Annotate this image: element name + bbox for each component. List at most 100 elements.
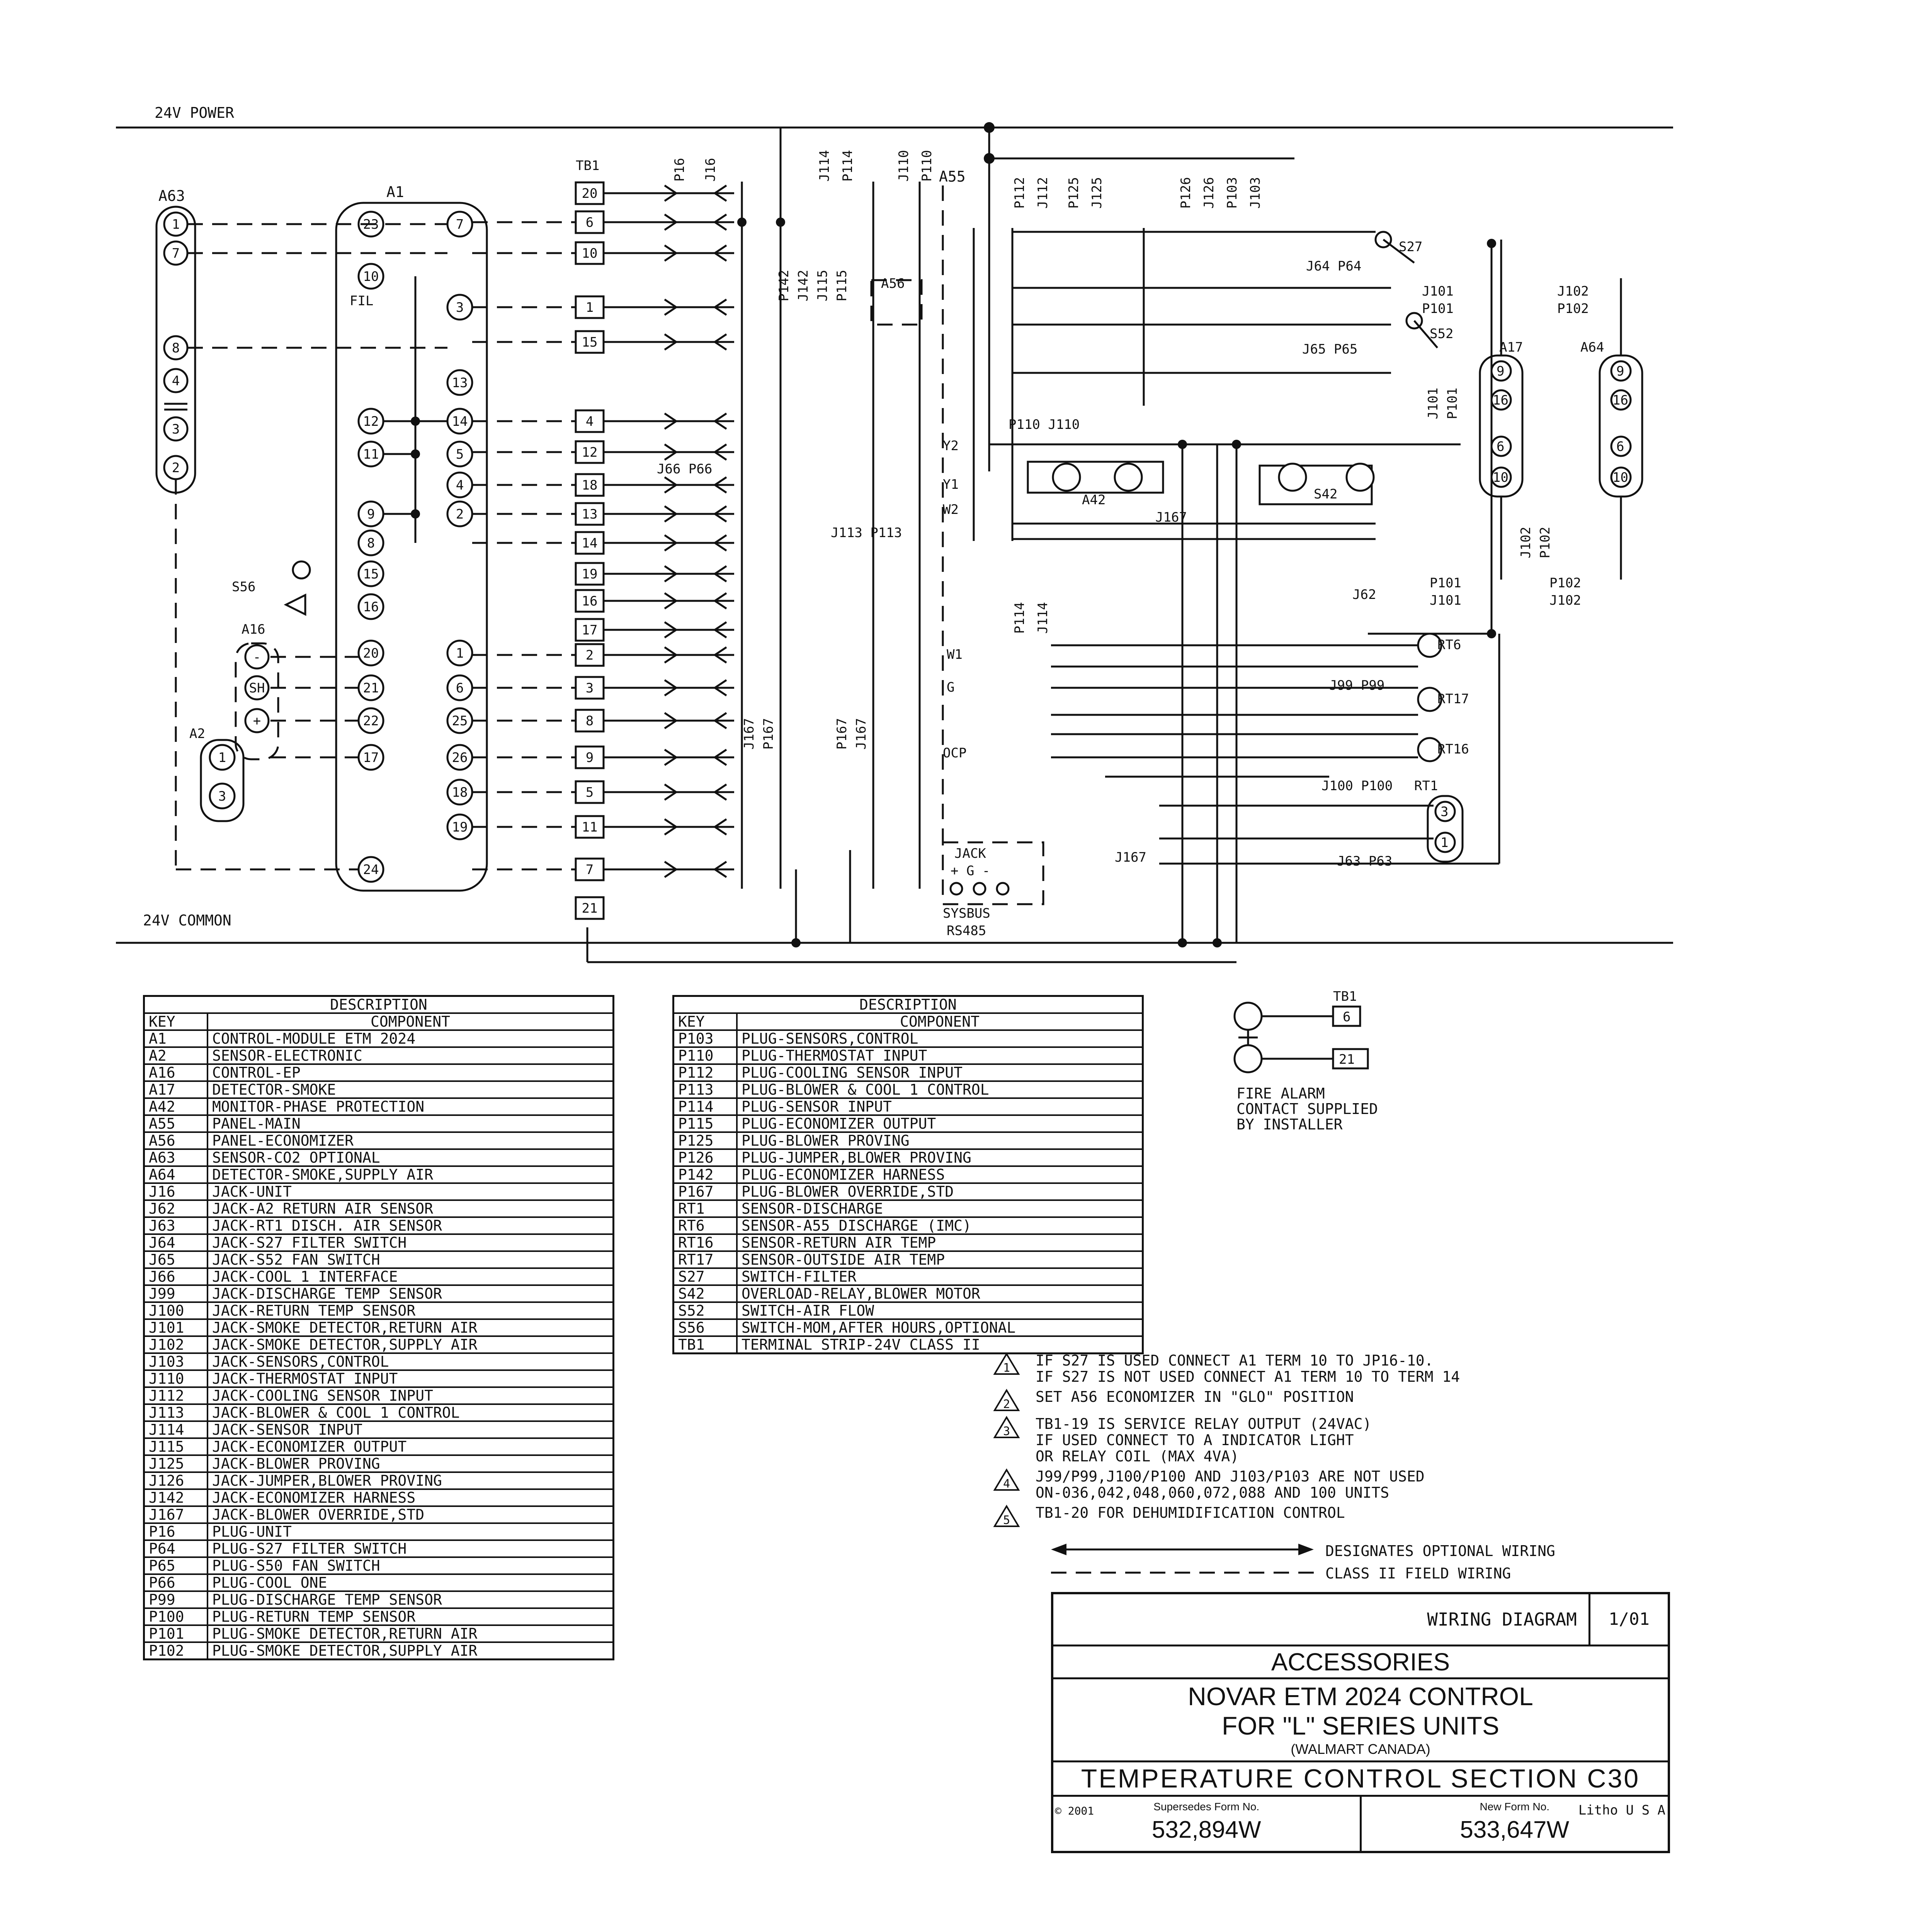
connector-labels: P16 J16 J114 P114 J110 P110 P112 J112 P1… — [657, 150, 1589, 869]
s27-filter-switch: S27 — [1374, 231, 1422, 264]
a1-left-pin-15-label: 15 — [363, 566, 379, 582]
legend-left-component: JACK-RETURN TEMP SENSOR — [207, 1301, 614, 1320]
legend-left-key: J63 — [143, 1216, 208, 1235]
a63-pin-8: 8 — [163, 335, 189, 361]
a1-right-pin-6-label: 6 — [456, 680, 464, 696]
p142-label: P142 — [776, 270, 792, 301]
a42-phase-monitor: A42 — [1027, 461, 1164, 508]
a2-sensor: A2 13 — [189, 726, 245, 822]
a1-right-pin-18: 18 — [446, 779, 473, 806]
legend-left-component: JACK-THERMOSTAT INPUT — [207, 1369, 614, 1388]
legend-right-key: S56 — [672, 1318, 738, 1337]
a1-right-pin-2-label: 2 — [456, 507, 464, 522]
p102-label: P102 — [1557, 301, 1589, 316]
note-text: J99/P99,J100/P100 AND J103/P103 ARE NOT … — [1036, 1468, 1425, 1501]
a16-pin-group: -SH+ — [244, 644, 270, 733]
wiring-key-text: DESIGNATES OPTIONAL WIRING CLASS II FIEL… — [1325, 1540, 1555, 1585]
legend-right-component: SENSOR-OUTSIDE AIR TEMP — [736, 1250, 1144, 1269]
legend-right-key: P126 — [672, 1148, 738, 1167]
note-mark: 2 — [1003, 1398, 1010, 1411]
legend-left-key: J125 — [143, 1454, 208, 1473]
a1-left-pin-22-label: 22 — [363, 713, 379, 729]
field-wiring-label: CLASS II FIELD WIRING — [1325, 1565, 1511, 1582]
thermostat-signal-labels: Y2 Y1 W2 W1 G OCP — [943, 438, 966, 761]
tb1-terminal-20-label: 20 — [582, 186, 598, 201]
a63-pin-7: 7 — [163, 240, 189, 266]
legend-right-component: PLUG-SENSORS,CONTROL — [736, 1029, 1144, 1048]
tb1-label: TB1 — [576, 158, 599, 173]
legend-right-key: S52 — [672, 1301, 738, 1320]
tb1-terminal-14-label: 14 — [582, 536, 598, 551]
j114-label: J114 — [817, 150, 832, 182]
a1-left-pin-16: 16 — [357, 593, 384, 620]
legend-right-key: P110 — [672, 1046, 738, 1065]
title-block: WIRING DIAGRAM 1/01 ACCESSORIES NOVAR ET… — [1051, 1592, 1670, 1853]
note-text: IF S27 IS USED CONNECT A1 TERM 10 TO JP1… — [1036, 1352, 1460, 1385]
legend-right-key: P115 — [672, 1114, 738, 1133]
legend-right-component: SWITCH-FILTER — [736, 1267, 1144, 1286]
j102-label: J102 — [1557, 284, 1589, 299]
w1-label: W1 — [947, 647, 963, 662]
j65p65-label: J65 P65 — [1302, 342, 1357, 357]
a1-right-pin-14-label: 14 — [452, 414, 468, 429]
legend-right-key-header: KEY — [672, 1012, 738, 1031]
j103-label: J103 — [1248, 177, 1263, 209]
a1-left-pin-24-label: 24 — [363, 862, 379, 878]
a1-right-pin-1-label: 1 — [456, 646, 464, 661]
tb1-terminal-11: 11 — [575, 815, 605, 839]
a1-left-pin-12: 12 — [357, 408, 384, 435]
note-mark: 1 — [1003, 1361, 1010, 1375]
p16-label: P16 — [672, 158, 687, 182]
legend-left-key: A1 — [143, 1029, 208, 1048]
a64-label: A64 — [1580, 340, 1604, 355]
legend-right-component: SENSOR-RETURN AIR TEMP — [736, 1233, 1144, 1252]
p114-label-b: P114 — [1012, 602, 1027, 634]
a1-left-pin-16-label: 16 — [363, 599, 379, 615]
field-wiring-links — [175, 221, 576, 871]
tb1-terminal-3-label: 3 — [586, 680, 594, 696]
a16-pin-0-label: - — [253, 650, 261, 665]
a55-label: A55 — [939, 168, 966, 185]
a63-pin-2: 2 — [163, 455, 189, 480]
optional-wiring-label: DESIGNATES OPTIONAL WIRING — [1325, 1543, 1555, 1560]
s56-label: S56 — [232, 579, 255, 595]
a1-right-pin-19-label: 19 — [452, 820, 468, 835]
legend-left-component: PLUG-S50 FAN SWITCH — [207, 1556, 614, 1575]
legend-left-component: JACK-COOL 1 INTERFACE — [207, 1267, 614, 1286]
legend-left-key: J126 — [143, 1471, 208, 1490]
a1-right-pin-13-label: 13 — [452, 375, 468, 391]
a55-main-panel: A55 — [939, 128, 1145, 850]
legend-left-key: J16 — [143, 1182, 208, 1201]
tb1-terminal-20: 20 — [575, 181, 605, 205]
legend-left-component: PLUG-UNIT — [207, 1522, 614, 1541]
fil-label: FIL — [350, 293, 373, 309]
rt1-pin-1: 1 — [1440, 835, 1448, 850]
title-line-2: FOR "L" SERIES UNITS — [1222, 1711, 1499, 1740]
legend-left-component: JACK-RT1 DISCH. AIR SENSOR — [207, 1216, 614, 1235]
legend-left-key: J142 — [143, 1488, 208, 1507]
a2-pin-1: 1 — [209, 744, 236, 771]
